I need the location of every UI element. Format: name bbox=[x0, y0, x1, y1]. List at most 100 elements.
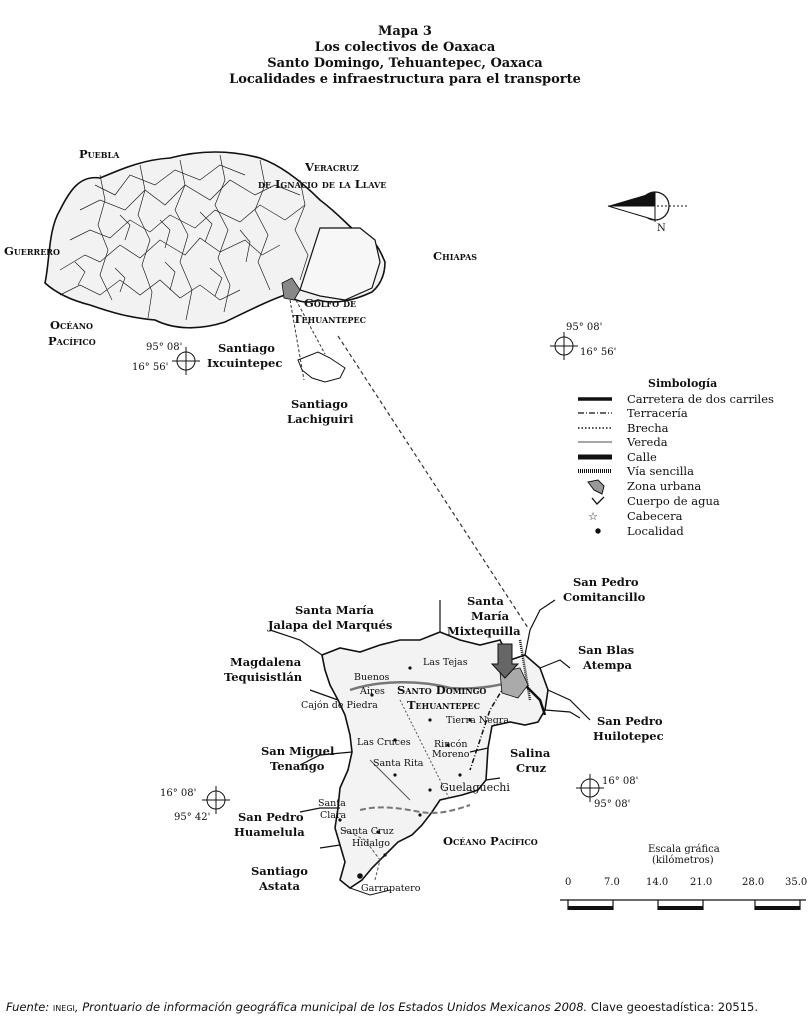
scale-title: Escala gráfica bbox=[648, 844, 720, 855]
label-rincon-moreno: Rincón bbox=[434, 739, 468, 750]
source-text: , Prontuario de información geográfica m… bbox=[74, 1000, 588, 1014]
label-las-tejas: Las Tejas bbox=[423, 657, 468, 668]
label-ixcuintepec: Santiago bbox=[218, 341, 275, 355]
coord-crosshair-upper-left bbox=[172, 347, 200, 375]
source-clave: Clave geoestadística: 20515. bbox=[587, 1000, 759, 1014]
coord-crosshair-upper-right bbox=[550, 332, 578, 360]
coord-crosshair-lower-left bbox=[202, 786, 230, 814]
north-arrow-icon bbox=[607, 191, 688, 222]
label-tenango-2: Tenango bbox=[270, 759, 325, 773]
label-guerrero: Guerrero bbox=[4, 244, 60, 258]
scale-units: (kilómetros) bbox=[652, 855, 714, 866]
label-lachiguiri-2: Lachiguiri bbox=[287, 412, 354, 426]
scale-tick-1: 7.0 bbox=[604, 877, 620, 888]
label-buenos-aires-2: Aires bbox=[360, 686, 385, 697]
scale-tick-0: 0 bbox=[565, 877, 572, 888]
label-tequisistlan-2: Tequisistlán bbox=[224, 670, 303, 684]
label-santa-cruz: Santa Cruz bbox=[340, 826, 394, 837]
label-cajon-de-piedra: Cajón de Piedra bbox=[301, 700, 378, 711]
label-oceano: Océano bbox=[50, 318, 93, 332]
label-oceano-2: Pacífico bbox=[48, 334, 96, 348]
legend-item-cabecera: Cabecera bbox=[627, 509, 683, 523]
legend-title: Simbología bbox=[648, 377, 718, 390]
coord-lon-upper-right: 95° 08' bbox=[566, 322, 603, 333]
legend-item-terraceria: Terracería bbox=[627, 406, 688, 420]
tehuantepec-highlight bbox=[281, 277, 301, 301]
coord-lat-upper-left: 16° 56' bbox=[132, 362, 169, 373]
label-santa-cruz-2: Hidalgo bbox=[352, 838, 390, 849]
label-santa-clara-2: Clara bbox=[320, 810, 347, 821]
legend-item-carretera: Carretera de dos carriles bbox=[627, 392, 774, 406]
label-huilotepec-2: Huilotepec bbox=[593, 729, 664, 743]
label-veracruz: Veracruz bbox=[305, 160, 359, 174]
label-mixtequilla: Santa bbox=[467, 594, 504, 608]
label-puebla: Puebla bbox=[79, 147, 120, 161]
legend-item-brecha: Brecha bbox=[627, 421, 669, 435]
legend-item-vereda: Vereda bbox=[627, 435, 668, 449]
location-arrow-icon bbox=[490, 643, 520, 679]
coastline bbox=[349, 887, 391, 896]
label-salina-cruz: Salina bbox=[510, 746, 551, 760]
map-number: Mapa 3 bbox=[378, 24, 432, 39]
label-jalapa-2: Jalapa del Marqués bbox=[268, 618, 393, 632]
label-chiapas: Chiapas bbox=[433, 249, 478, 263]
label-astata: Santiago bbox=[251, 864, 308, 878]
scale-tick-4: 28.0 bbox=[742, 877, 765, 888]
label-ixcuintepec-2: Ixcuintepec bbox=[207, 356, 283, 370]
neighbor-boundaries bbox=[269, 599, 591, 849]
legend-item-via: Vía sencilla bbox=[627, 464, 694, 478]
legend-item-calle: Calle bbox=[627, 450, 657, 464]
oaxaca-state-outline bbox=[44, 151, 386, 329]
label-atempa-2: Atempa bbox=[583, 658, 633, 672]
legend-item-agua: Cuerpo de agua bbox=[627, 494, 720, 508]
coord-lat-lower-right: 16° 08' bbox=[602, 776, 639, 787]
map-description: Localidades e infraestructura para el tr… bbox=[229, 72, 581, 87]
label-astata-2: Astata bbox=[259, 879, 300, 893]
label-huamelula-2: Huamelula bbox=[234, 825, 305, 839]
label-huilotepec: San Pedro bbox=[597, 714, 663, 728]
map-subtitle: Santo Domingo, Tehuantepec, Oaxaca bbox=[267, 56, 543, 71]
legend-item-zona: Zona urbana bbox=[627, 479, 702, 493]
north-label: N bbox=[657, 223, 666, 234]
label-jalapa: Santa María bbox=[295, 603, 374, 617]
legend-item-localidad: Localidad bbox=[627, 524, 684, 538]
label-santa-rita: Santa Rita bbox=[373, 758, 424, 769]
label-golfo: Golfo de bbox=[304, 296, 357, 310]
svg-text:☆: ☆ bbox=[588, 510, 598, 523]
label-rincon-moreno-2: Moreno bbox=[432, 749, 470, 760]
source-label: Fuente: bbox=[6, 1000, 50, 1014]
isthmus-region bbox=[299, 227, 381, 301]
label-huamelula: San Pedro bbox=[238, 810, 304, 824]
tehuantepec-municipality bbox=[321, 631, 549, 889]
label-comitancillo-2: Comitancillo bbox=[563, 590, 646, 604]
source-note: Fuente: inegi, Prontuario de información… bbox=[6, 1000, 806, 1014]
coord-lon-lower-left: 95° 42' bbox=[174, 812, 211, 823]
label-veracruz-2: de Ignacio de la Llave bbox=[258, 177, 387, 191]
label-tenango: San Miguel bbox=[261, 744, 335, 758]
label-oceano-pacifico: Océano Pacífico bbox=[443, 834, 538, 848]
label-mixtequilla-2: María bbox=[471, 609, 510, 623]
scale-tick-5: 35.0 bbox=[785, 877, 808, 888]
legend-symbols: ☆ bbox=[578, 397, 612, 534]
source-inegi: inegi bbox=[52, 1000, 75, 1014]
label-lachiguiri: Santiago bbox=[291, 397, 348, 411]
label-santa-clara: Santa bbox=[318, 798, 346, 809]
label-tierra-negra: Tierra Negra bbox=[446, 715, 509, 726]
scale-bar bbox=[560, 899, 806, 910]
label-salina-cruz-2: Cruz bbox=[516, 761, 547, 775]
label-golfo-2: Tehuantepec bbox=[293, 312, 366, 326]
locality-dots bbox=[338, 666, 472, 879]
coord-lat-lower-left: 16° 08' bbox=[160, 788, 197, 799]
coord-lat-upper-right: 16° 56' bbox=[580, 347, 617, 358]
label-buenos-aires: Buenos bbox=[354, 672, 390, 683]
municipal-boundaries bbox=[59, 154, 309, 321]
map-title: Los colectivos de Oaxaca bbox=[314, 40, 496, 55]
scale-tick-2: 14.0 bbox=[646, 877, 669, 888]
label-guelaguechi: Guelaguechi bbox=[440, 781, 510, 794]
label-atempa: San Blas bbox=[578, 643, 635, 657]
scale-tick-3: 21.0 bbox=[690, 877, 713, 888]
label-santo-domingo: Santo Domingo bbox=[397, 683, 487, 697]
label-mixtequilla-3: Mixtequilla bbox=[447, 624, 521, 638]
label-garrapatero: Garrapatero bbox=[361, 883, 421, 894]
